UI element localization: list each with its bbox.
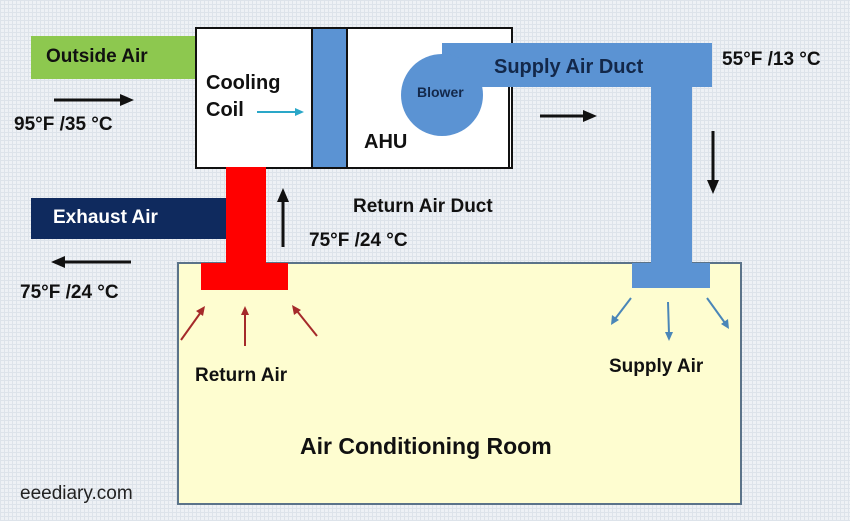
return-air-duct-label: Return Air Duct xyxy=(353,196,493,217)
return-air-grille xyxy=(201,263,288,290)
supply-arrow-right-head xyxy=(721,319,729,329)
coil-flow-arrowhead xyxy=(295,108,304,116)
return-arrow-right xyxy=(296,310,318,337)
supply-air-duct-label: Supply Air Duct xyxy=(494,56,644,78)
supply-air-diffuser xyxy=(632,263,710,288)
supply-arrow-left xyxy=(614,297,632,320)
flow-arrows xyxy=(51,94,719,268)
outside-air-label: Outside Air xyxy=(46,46,148,67)
supply-arrow-center-head xyxy=(665,332,673,341)
return-up-arrowhead xyxy=(277,188,289,202)
return-arrow-left xyxy=(180,311,202,341)
supply-arrow-center xyxy=(667,301,670,335)
outside-air-arrowhead xyxy=(120,94,134,106)
return-arrow-right-head xyxy=(292,305,301,315)
cooling-coil-label-line1: Cooling xyxy=(206,72,281,94)
supply-arrow-right xyxy=(706,297,726,324)
supply-air-arrows xyxy=(611,297,729,341)
exhaust-temp-label: 75°F /24 °C xyxy=(20,282,119,303)
outside-air-bar xyxy=(31,36,197,79)
return-air-label: Return Air xyxy=(195,365,288,386)
supply-temp-label: 55°F /13 °C xyxy=(722,49,821,70)
watermark[interactable]: eeediary.com xyxy=(20,483,133,504)
supply-down-arrowhead xyxy=(707,180,719,194)
exhaust-arrowhead xyxy=(51,256,65,268)
blower-housing xyxy=(401,54,483,136)
return-duct-temp-label: 75°F /24 °C xyxy=(309,230,408,251)
return-arrow-center-head xyxy=(241,306,249,315)
supply-arrow-left-head xyxy=(611,315,619,325)
air-conditioning-room xyxy=(177,262,742,505)
return-air-arrows xyxy=(180,305,318,346)
return-air-duct xyxy=(226,167,266,265)
exhaust-air-bar xyxy=(31,198,228,239)
supply-flow-arrowhead xyxy=(583,110,597,122)
supply-air-duct-vertical xyxy=(651,43,692,265)
blower-label: Blower xyxy=(417,84,464,100)
room-label: Air Conditioning Room xyxy=(300,433,552,459)
cooling-coil xyxy=(311,27,348,169)
outside-temp-label: 95°F /35 °C xyxy=(14,114,113,135)
return-arrow-left-head xyxy=(196,306,205,316)
ahu-label: AHU xyxy=(364,131,408,153)
exhaust-air-label: Exhaust Air xyxy=(53,207,158,228)
supply-air-label: Supply Air xyxy=(609,356,704,377)
cooling-coil-label-line2: Coil xyxy=(206,99,244,121)
ahu-right-wall xyxy=(508,87,510,167)
